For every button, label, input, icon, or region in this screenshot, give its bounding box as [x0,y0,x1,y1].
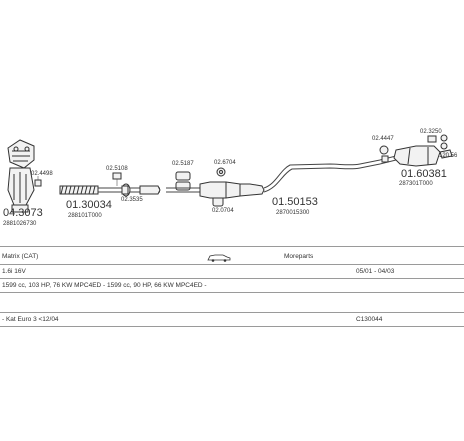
clamp-c-icon [175,171,191,191]
set-code: C130044 [356,316,383,323]
clamp-f-icon [379,145,389,163]
cat-oem-number: 2881026730 [3,221,37,227]
front-pipe[interactable] [59,183,161,197]
clamp-e-label: 02.0704 [212,208,234,214]
rear-part-number: 01.60381 [401,168,447,180]
clamp-b-label: 02.5108 [106,166,128,172]
clamp-b-icon [112,172,122,186]
middle-oem-number: 2870015300 [276,210,310,216]
clamp-a-label: 02.3535 [121,197,143,203]
moreparts-label: Moreparts [284,253,314,260]
car-icon [206,253,232,265]
emission-note: - Kat Euro 3 <12/04 [2,316,59,323]
rear-oem-number: 287301T000 [399,181,433,187]
clamp-d-label: 02.6704 [214,160,236,166]
clamp-cat-label: 02.4498 [31,171,53,177]
table-rule [0,246,464,247]
engine-label: 1.6i 16V [2,268,26,275]
front-pipe-part-number: 01.30034 [66,199,112,211]
clamp-d-icon [216,167,226,177]
table-rule [0,292,464,293]
front-pipe-oem-number: 288101T000 [68,213,102,219]
rubber-mount-label: 120.56 [439,153,458,159]
catalytic-converter[interactable] [7,139,35,213]
clamp-g-icon [427,135,437,143]
middle-silencer[interactable] [166,159,381,199]
date-range: 05/01 - 04/03 [356,268,395,275]
cat-part-number: 04.3073 [3,207,43,219]
engine-spec: 1599 cc, 103 HP, 76 KW MPC4ED - 1599 cc,… [2,282,207,289]
clamp-c-label: 02.5187 [172,161,194,167]
clamp-cat-icon [34,176,42,187]
middle-part-number: 01.50153 [272,196,318,208]
table-rule [0,264,464,265]
table-rule [0,278,464,279]
rubber-mount-icon [440,134,448,150]
clamp-f-label: 02.4447 [372,136,394,142]
exhaust-system-diagram: 02.4498 04.3073 2881026730 01.30034 2881… [3,129,458,227]
table-rule [0,326,464,327]
clamp-a-icon [121,185,129,195]
model-name: Matrix (CAT) [2,253,39,260]
clamp-g-label: 02.3250 [420,129,442,135]
table-rule [0,312,464,313]
